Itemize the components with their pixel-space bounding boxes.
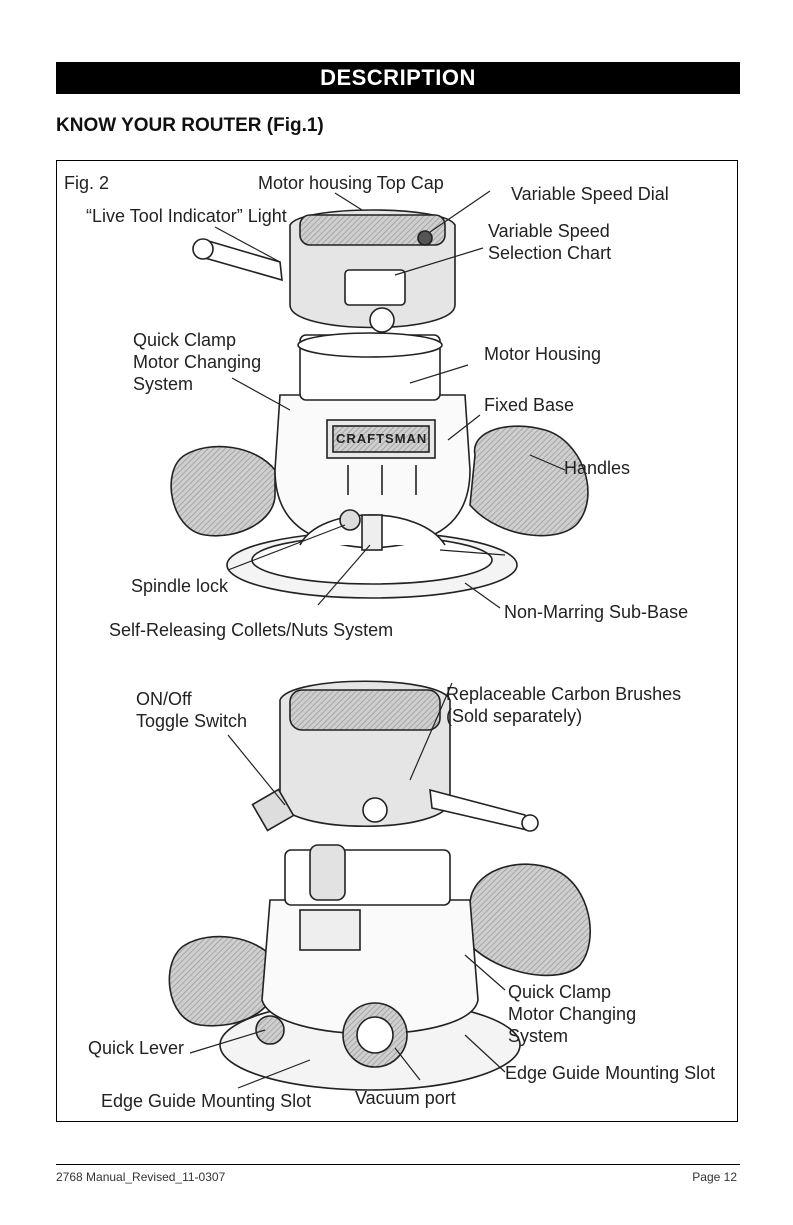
label-spindle-lock: Spindle lock <box>131 576 229 596</box>
left-handle <box>170 445 276 537</box>
fig-label: Fig. 2 <box>64 173 110 193</box>
label-live-tool-indicator: “Live Tool Indicator” Light <box>86 206 287 226</box>
label-quick-lever: Quick Lever <box>88 1038 185 1058</box>
figure-box <box>56 160 738 1122</box>
label-quick-clamp-bottom: Quick Clamp Motor Changing System <box>508 982 637 1046</box>
brand-logo: CRAFTSMAN <box>336 431 428 446</box>
top-router-drawing <box>170 209 589 599</box>
footer-page-number: Page 12 <box>692 1170 737 1184</box>
footer-rule <box>56 1164 740 1165</box>
footer-doc-id: 2768 Manual_Revised_11-0307 <box>56 1170 226 1184</box>
label-on-off-toggle: ON/Off Toggle Switch <box>136 689 248 731</box>
label-edge-guide-right: Edge Guide Mounting Slot <box>505 1063 716 1083</box>
label-vacuum-port: Vacuum port <box>355 1088 456 1108</box>
label-carbon-brushes: Replaceable Carbon Brushes (Sold separat… <box>446 684 682 726</box>
label-motor-housing: Motor Housing <box>484 344 602 364</box>
section-heading: KNOW YOUR ROUTER (Fig.1) <box>56 115 324 136</box>
bottom-left-handle <box>168 935 276 1027</box>
label-fixed-base: Fixed Base <box>484 395 575 415</box>
section-banner: DESCRIPTION <box>56 62 740 94</box>
label-variable-speed-dial: Variable Speed Dial <box>511 184 669 204</box>
label-edge-guide-left: Edge Guide Mounting Slot <box>101 1091 312 1111</box>
label-handles: Handles <box>564 458 631 478</box>
label-motor-top-cap: Motor housing Top Cap <box>258 173 444 193</box>
bottom-right-handle <box>469 863 591 977</box>
bottom-router-drawing <box>168 680 591 1091</box>
label-variable-speed-chart: Variable Speed Selection Chart <box>488 221 612 263</box>
label-quick-clamp-top: Quick Clamp Motor Changing System <box>133 330 262 394</box>
label-collets-system: Self-Releasing Collets/Nuts System <box>109 620 394 640</box>
right-handle <box>469 425 589 537</box>
label-non-marring-sub-base: Non-Marring Sub-Base <box>504 602 689 622</box>
